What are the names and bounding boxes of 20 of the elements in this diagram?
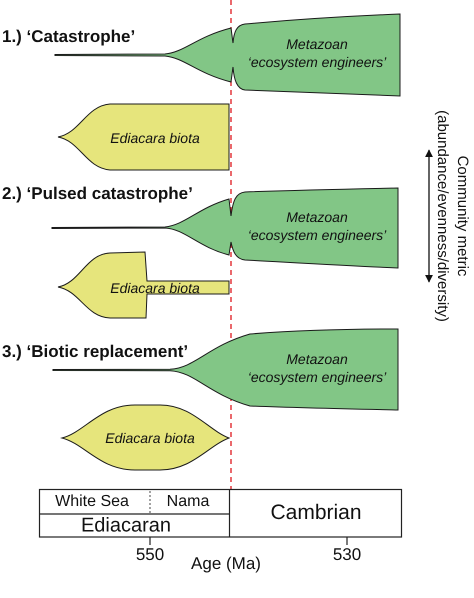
scenario-heading: 1.) ‘Catastrophe’ [2,27,136,47]
shape-label: Metazoan ‘ecosystem engineers’ [248,350,386,386]
spindle-shape [57,103,230,171]
scenario-heading: 2.) ‘Pulsed catastrophe’ [2,184,193,204]
period-label: Cambrian [270,500,362,526]
spindle-shape [57,251,230,319]
tick-label: 530 [332,545,362,565]
scenario-heading: 3.) ‘Biotic replacement’ [2,342,188,362]
shape-label: Ediacara biota [110,281,200,295]
spindle-shape [61,404,230,471]
stage-label: White Sea [55,492,129,512]
shape-label: Ediacara biota [110,130,200,146]
period-label: Ediacaran [80,514,172,538]
stage-label: Nama [166,492,210,512]
shape-label: Metazoan ‘ecosystem engineers’ [248,208,386,244]
shape-label: Ediacara biota [105,430,195,446]
tick-label: 550 [136,545,164,565]
axis-title: Age (Ma) [191,554,261,574]
shape-label: Metazoan ‘ecosystem engineers’ [248,35,386,71]
axis-label: Community metric (abundance/evenness/diversity) [433,110,472,322]
